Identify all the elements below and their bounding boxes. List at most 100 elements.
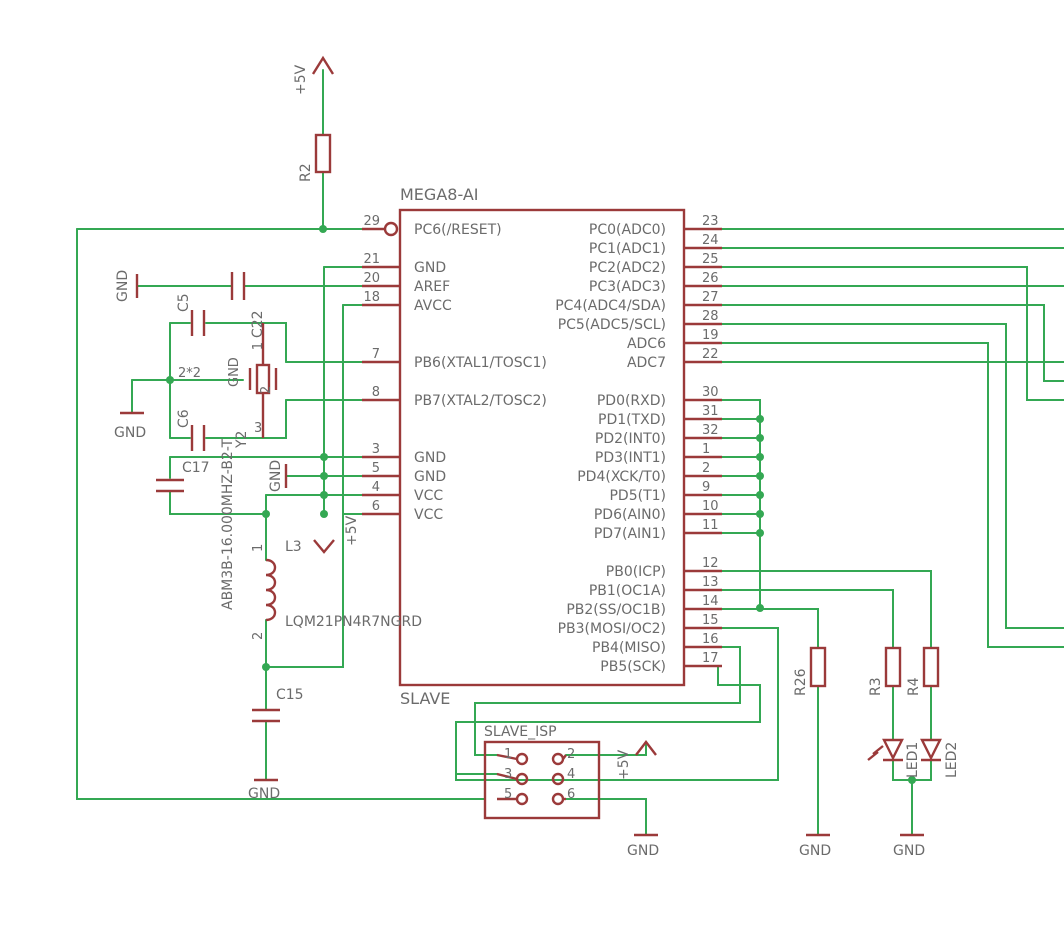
pin-num: 3 — [372, 442, 380, 457]
isp-label: SLAVE_ISP — [484, 724, 557, 740]
pin-label: PD4(XCK/T0) — [577, 469, 666, 485]
r3-label: R3 — [868, 677, 884, 696]
pin-label: PB2(SS/OC1B) — [566, 602, 666, 618]
gnd-led: GND — [893, 833, 925, 859]
gnd-label: GND — [248, 786, 280, 802]
pin-num: 10 — [702, 499, 719, 514]
pin-num: 1 — [702, 442, 710, 457]
gnd-label: GND — [627, 843, 659, 859]
pin-label: AREF — [414, 279, 450, 295]
pin-label: PB5(SCK) — [600, 659, 666, 675]
mcu-body — [398, 208, 686, 687]
crystal-pin: 1 — [251, 342, 266, 350]
isp-pin: 4 — [567, 767, 575, 782]
pin-num: 11 — [702, 518, 719, 533]
crystal-note: 2*2 — [178, 366, 201, 381]
l3: L3 1 2 LQM21PN4R7NGRD — [251, 539, 422, 640]
pin-num: 7 — [372, 347, 380, 362]
pin-num: 9 — [702, 480, 710, 495]
junctions — [166, 225, 916, 784]
isp-body — [483, 740, 601, 820]
pin-label: PB3(MOSI/OC2) — [558, 621, 666, 637]
pin-num: 22 — [702, 347, 719, 362]
inductor-icon — [265, 558, 277, 622]
led-icon — [920, 738, 942, 761]
isp-header: SLAVE_ISP 1 2 3 4 5 6 — [483, 724, 601, 820]
c5: C5 — [176, 293, 206, 336]
c15-label: C15 — [276, 687, 304, 703]
inductor-pin: 2 — [251, 632, 266, 640]
gnd-label: GND — [893, 843, 925, 859]
gnd-label: GND — [799, 843, 831, 859]
pin-num: 17 — [702, 651, 719, 666]
led1: LED1 — [867, 738, 921, 778]
led1-label: LED1 — [905, 742, 921, 778]
pin-label: PD5(T1) — [609, 488, 666, 504]
pin-num: 23 — [702, 214, 719, 229]
isp-pin: 3 — [504, 767, 512, 782]
cap-aref — [230, 272, 246, 300]
pin-num: 14 — [702, 594, 719, 609]
c17: C17 — [156, 460, 210, 493]
isp-pin: 5 — [504, 787, 512, 802]
inductor-pin: 1 — [251, 544, 266, 552]
pin-num: 5 — [372, 461, 380, 476]
reset-bubble — [383, 221, 399, 237]
c6-label: C6 — [176, 409, 192, 428]
led2-label: LED2 — [944, 742, 960, 778]
resistor-icon — [809, 646, 827, 688]
gnd-label: GND — [268, 460, 284, 492]
c5-label: C5 — [176, 293, 192, 312]
pin-num: 13 — [702, 575, 719, 590]
vcc-top: +5V — [293, 55, 335, 95]
pin-label: PD3(INT1) — [595, 450, 666, 466]
mcu-instance: SLAVE — [400, 689, 450, 708]
r4-label: R4 — [906, 677, 922, 696]
pin-label: PC4(ADC4/SDA) — [555, 298, 666, 314]
crystal-gnd: GND — [227, 357, 242, 387]
c15: C15 — [252, 687, 304, 723]
pin-num: 32 — [702, 423, 719, 438]
pin-num: 30 — [702, 385, 719, 400]
pin-num: 15 — [702, 613, 719, 628]
vcc-arrow-icon — [635, 740, 657, 756]
pin-label: PB7(XTAL2/TOSC2) — [414, 393, 547, 409]
pin-label: PC2(ADC2) — [589, 260, 666, 276]
c6: C6 — [176, 409, 206, 451]
pin-label: ADC7 — [627, 355, 666, 371]
pin-label: PC3(ADC3) — [589, 279, 666, 295]
gnd-mid: GND — [268, 460, 288, 492]
resistor-icon — [922, 646, 940, 688]
pin-pad-icon — [551, 752, 565, 766]
pin-label: PD0(RXD) — [597, 393, 666, 409]
pin-num: 4 — [372, 480, 380, 495]
vcc-arrow-icon — [311, 55, 335, 75]
pin-num: 27 — [702, 290, 719, 305]
vcc-down: +5V — [313, 515, 360, 554]
crystal-pin: 2 — [259, 386, 274, 394]
crystal-pin: 3 — [254, 421, 262, 436]
mcu-name: MEGA8-AI — [400, 185, 479, 204]
pin-num: 12 — [702, 556, 719, 571]
pin-pad-icon — [515, 752, 529, 766]
led-icon — [882, 738, 904, 761]
vcc-arrow-icon — [313, 539, 335, 554]
pin-label: PB0(ICP) — [606, 564, 666, 580]
pin-num: 29 — [363, 214, 380, 229]
pin-num: 19 — [702, 328, 719, 343]
vcc-label: +5V — [616, 749, 632, 780]
wires — [76, 69, 1064, 836]
c17-label: C17 — [182, 460, 210, 476]
pin-label: PC6(/RESET) — [414, 222, 502, 238]
gnd-label: GND — [115, 270, 131, 302]
pin-label: VCC — [414, 507, 443, 523]
pin-num: 26 — [702, 271, 719, 286]
mcu: MEGA8-AI SLAVE 29 PC6(/RESET) 21 GND 20 … — [362, 185, 722, 708]
pin-num: 16 — [702, 632, 719, 647]
pin-label: PB4(MISO) — [592, 640, 666, 656]
pin-num: 21 — [363, 252, 380, 267]
pin-label: GND — [414, 450, 446, 466]
pin-num: 8 — [372, 385, 380, 400]
gnd-c15: GND — [248, 778, 280, 802]
